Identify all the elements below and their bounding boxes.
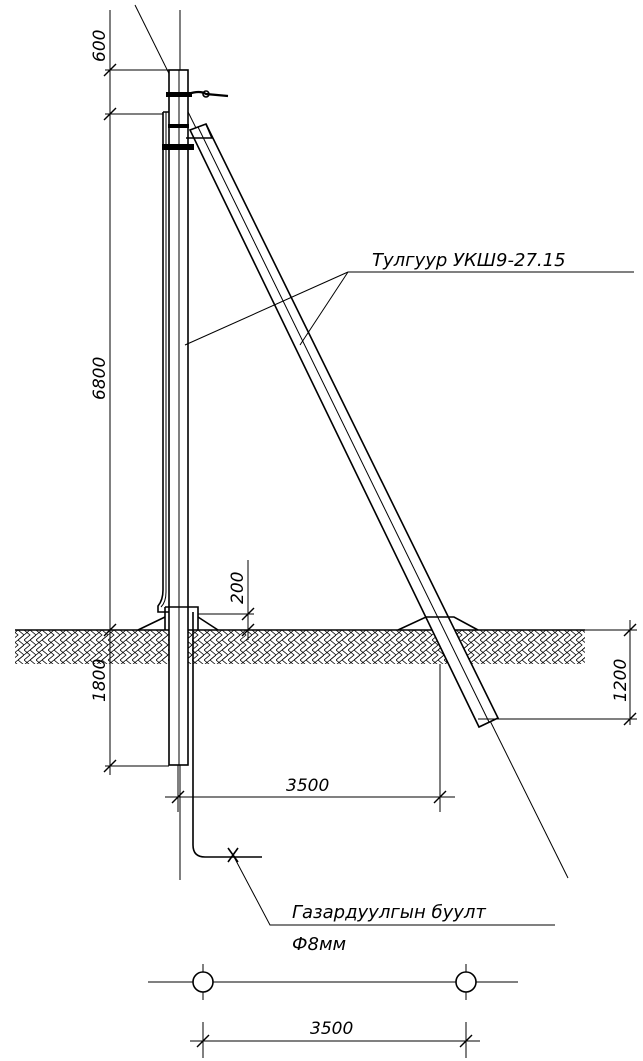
dim-ticks-left [103, 63, 117, 773]
plan-dim-ticks [196, 1034, 473, 1048]
ground-wire [192, 612, 262, 858]
insulator-knob [202, 90, 210, 98]
dim-ticks-200 [241, 607, 255, 637]
top-clamp [166, 92, 192, 97]
pole-foot [164, 606, 199, 630]
dim-ticks-right [623, 623, 637, 726]
dim-strut-burial: 1200 [611, 659, 631, 702]
dim-strut-spread: 3500 [286, 776, 329, 796]
strut-leader-1 [184, 271, 349, 346]
dim-anchor-spacing: 3500 [310, 1019, 353, 1039]
mid-clamp [162, 144, 194, 150]
secondary-pole-inner [160, 112, 167, 608]
pole-base-triangle [137, 616, 219, 631]
ground-bolt-label-line2: Ф8мм [292, 934, 346, 955]
ground-bolt-leader [232, 854, 555, 926]
dim-pole-height: 6800 [90, 357, 110, 400]
dim-top-offset: 600 [90, 30, 110, 62]
plan-anchor-right [455, 971, 477, 993]
strut-support-label: Тулгуур УКШ9-27.15 [372, 250, 566, 271]
dim-burial-depth: 1800 [90, 659, 110, 702]
strut-inner [197, 126, 490, 723]
plan-anchor-left [192, 971, 214, 993]
strut-top-connector [186, 123, 214, 139]
ground-bolt-label-line1: Газардуулгын буулт [292, 902, 486, 923]
secondary-pole [157, 111, 169, 613]
upper-band [168, 124, 189, 128]
strut-base-triangle [397, 616, 479, 631]
dim-base-gap: 200 [228, 572, 248, 604]
insulator-hook [187, 90, 229, 98]
dim-ticks-spread [171, 790, 447, 804]
strut-leader-2 [299, 271, 349, 346]
